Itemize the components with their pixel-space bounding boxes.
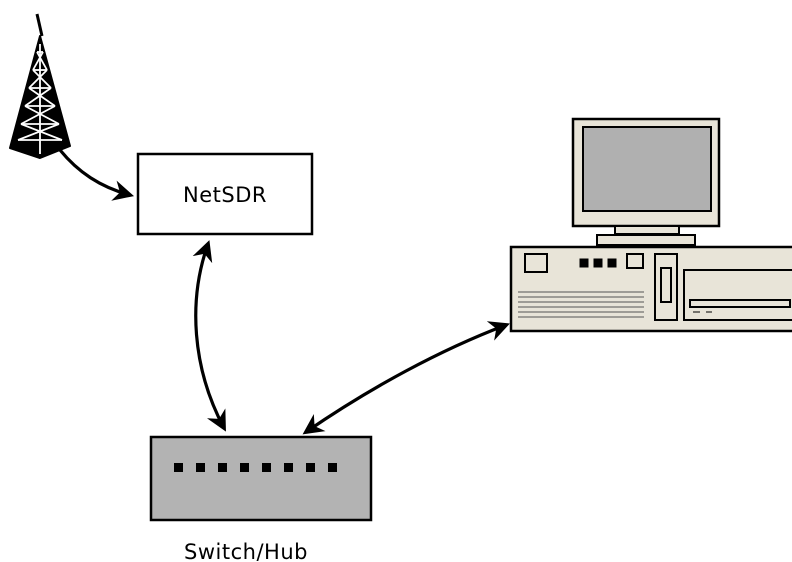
desktop-computer-icon xyxy=(509,117,792,333)
hub-computer-arrow xyxy=(302,321,510,435)
switch-hub-label: Switch/Hub xyxy=(184,540,308,562)
netsdr-label: NetSDR xyxy=(183,183,267,207)
network-switch-icon xyxy=(149,435,373,522)
netsdr-node: NetSDR xyxy=(136,152,314,236)
radio-tower-icon xyxy=(9,13,71,159)
antenna-to-netsdr-arrow xyxy=(58,148,135,201)
netsdr-hub-arrow xyxy=(192,240,226,432)
